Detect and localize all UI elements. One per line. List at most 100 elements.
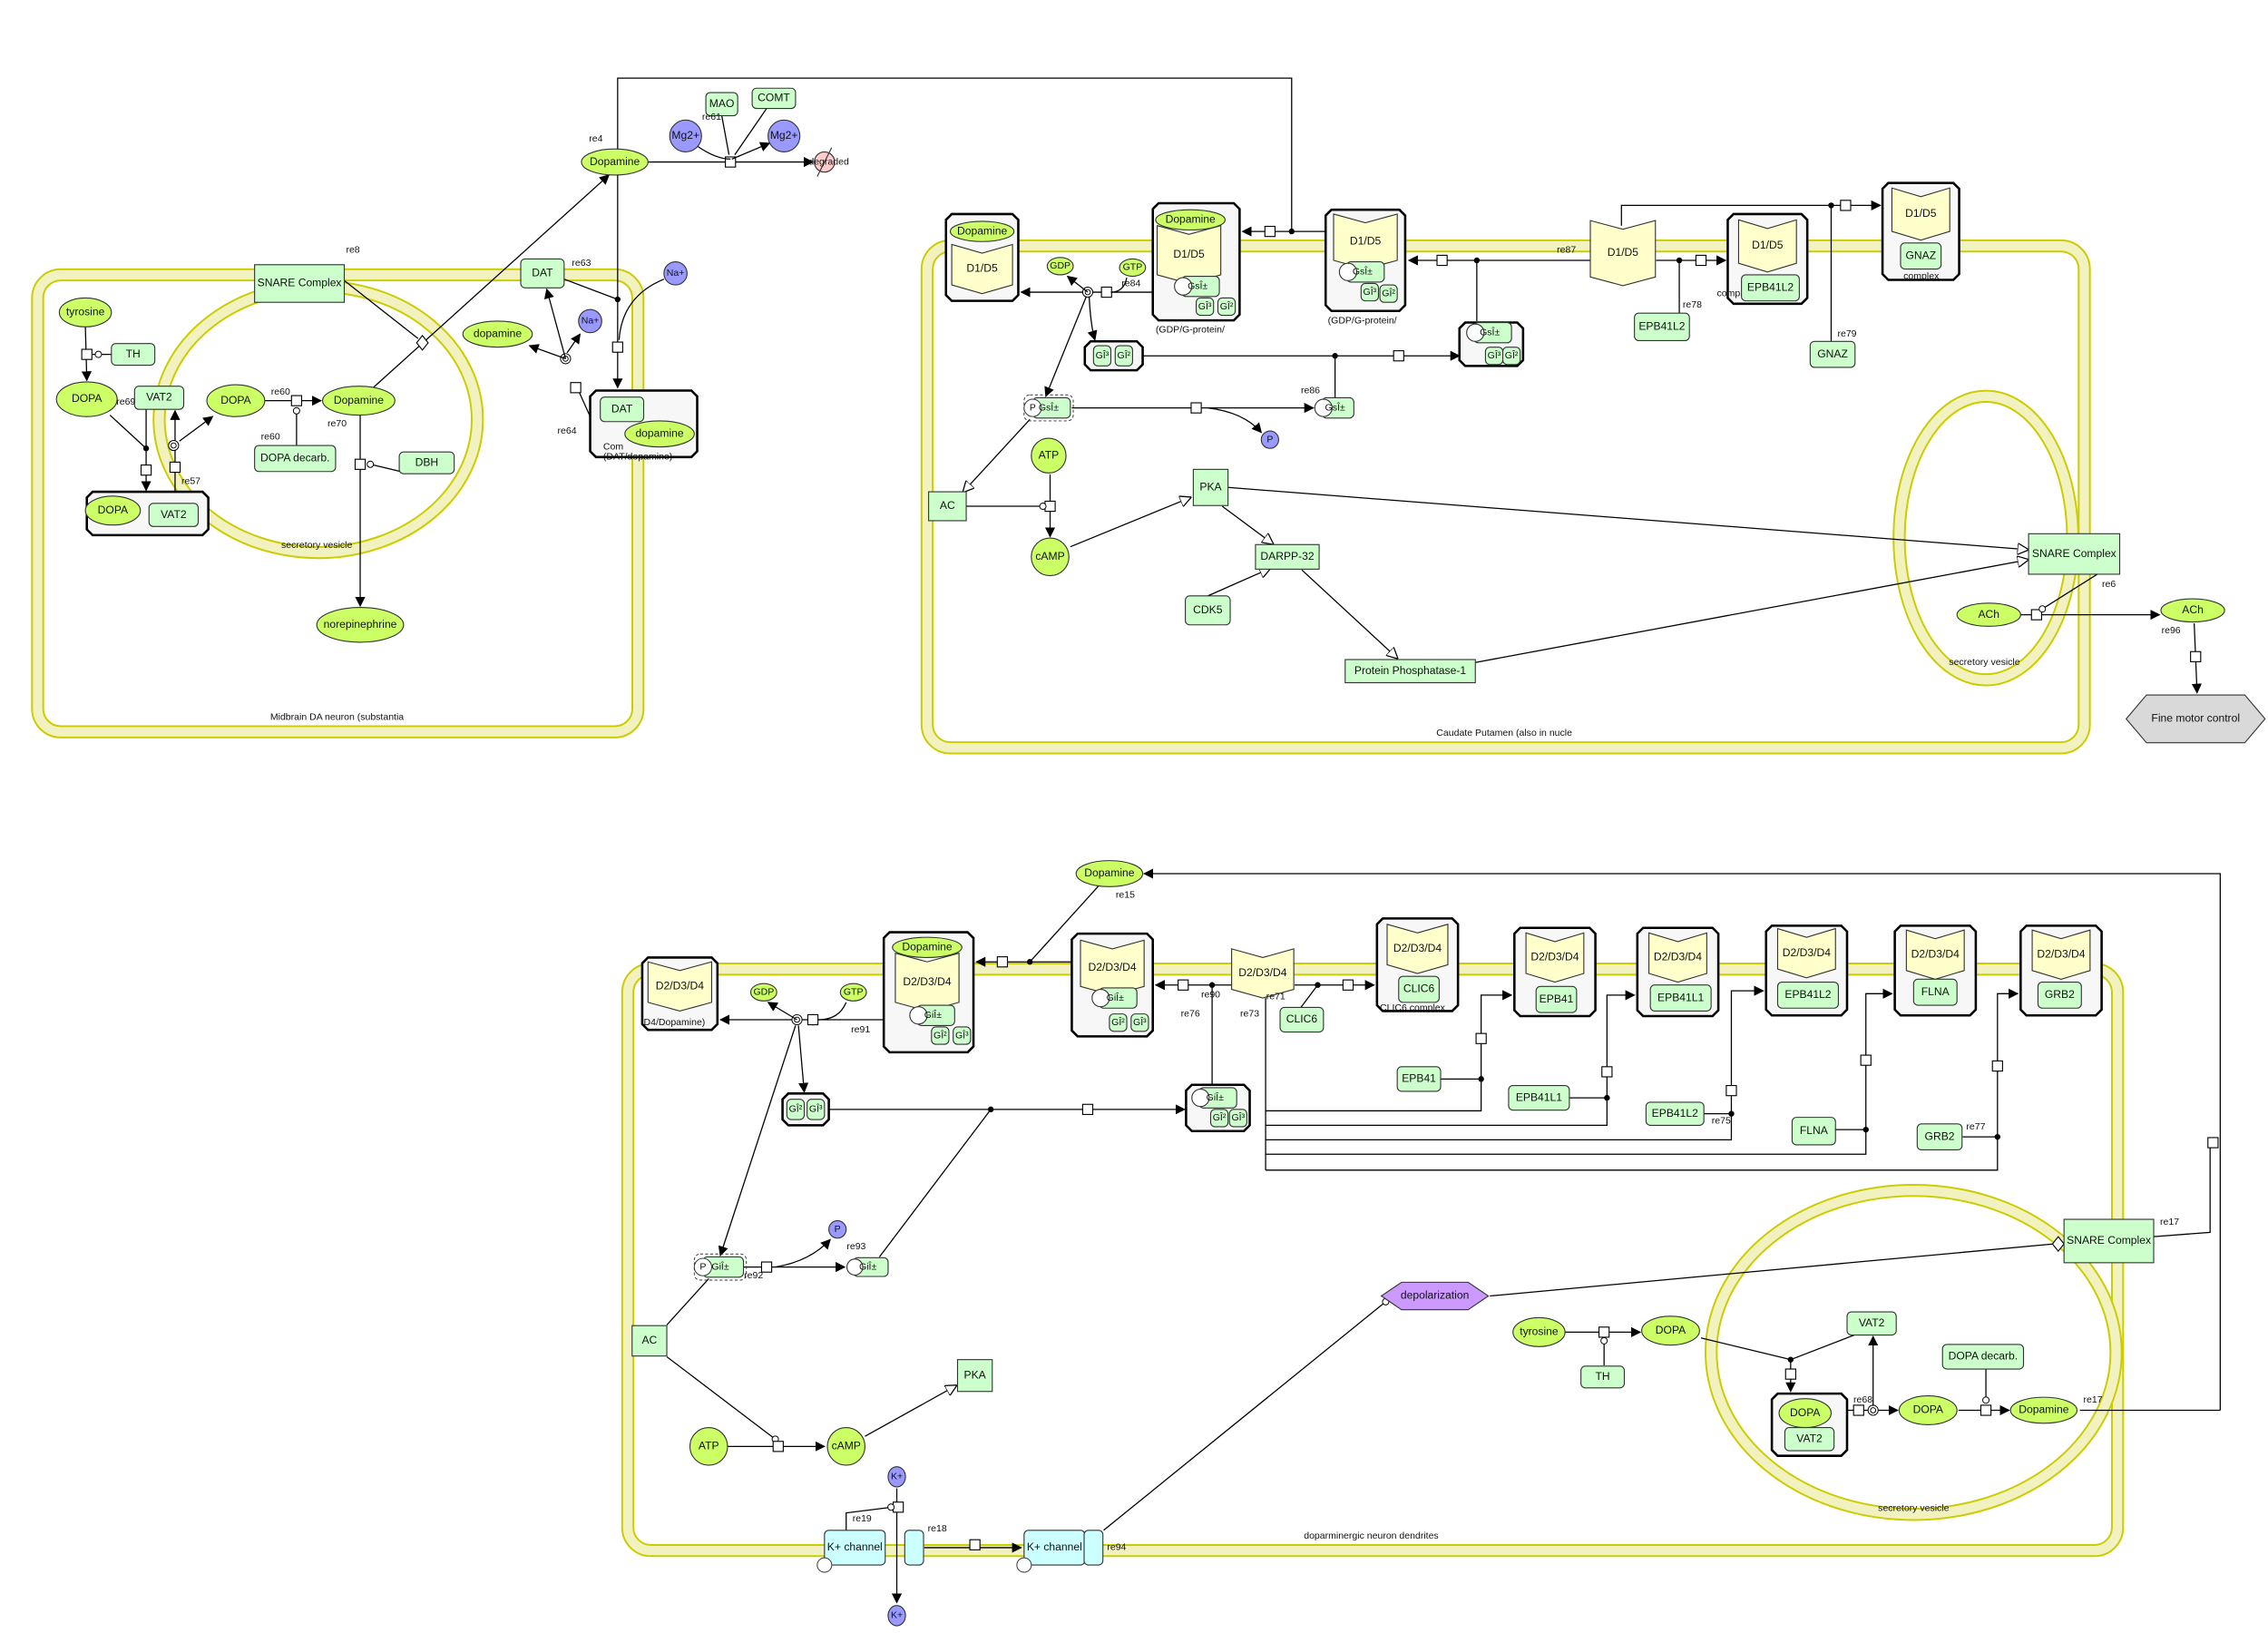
snare-complex-node[interactable]: SNARE Complex [254, 264, 346, 303]
comt-node[interactable]: COMT [751, 87, 797, 110]
k-channel-node[interactable]: K+ channel [816, 1530, 886, 1573]
mg2-node[interactable]: Mg2+ [767, 119, 801, 152]
dat-node[interactable]: DAT [520, 258, 565, 288]
gnaz-node[interactable]: GNAZ [1809, 340, 1856, 368]
vat2-node[interactable]: VAT2 [148, 503, 200, 527]
na-node[interactable]: Na+ [578, 308, 602, 334]
process-node-icon[interactable] [290, 395, 303, 406]
pka-node[interactable]: PKA [956, 1359, 993, 1393]
atp-node[interactable]: ATP [1031, 437, 1067, 474]
dopamine-node[interactable]: Dopamine [581, 148, 649, 176]
epb41l2-node[interactable]: EPB41L2 [1645, 1101, 1705, 1126]
d2-d3-d4-node[interactable]: D2/D3/D4 [1525, 932, 1585, 983]
process-node-icon[interactable] [807, 1013, 819, 1026]
vat2-node[interactable]: VAT2 [1846, 1311, 1897, 1336]
g-node[interactable]: GÎ³ [1228, 1109, 1247, 1128]
atp-node[interactable]: ATP [689, 1427, 728, 1466]
p-node[interactable]: P [828, 1220, 847, 1239]
d1-d5-node[interactable]: D1/D5 [1156, 224, 1222, 285]
dopa-decarb-node[interactable]: DOPA decarb. [1941, 1344, 2025, 1370]
g-node[interactable]: GÎ² [1379, 284, 1398, 303]
process-node-icon[interactable] [1264, 225, 1276, 238]
d2-d3-d4-node[interactable]: D2/D3/D4 [1905, 929, 1965, 980]
compartment-caudate[interactable]: Caudate Putamen (also in nucle [920, 239, 2091, 755]
process-node-icon[interactable] [1393, 350, 1404, 362]
dopamine-node[interactable]: Dopamine [1075, 860, 1144, 887]
process-node-icon[interactable] [1980, 1404, 1992, 1416]
g-node[interactable]: GÎ³ [1092, 345, 1112, 367]
fine-motor-control-node[interactable]: Fine motor control [2125, 694, 2266, 744]
epb41l2-node[interactable]: EPB41L2 [1634, 312, 1690, 342]
gtp-node[interactable]: GTP [839, 983, 867, 1002]
epb41-node[interactable]: EPB41 [1535, 985, 1578, 1013]
k-node[interactable]: K+ [887, 1466, 906, 1488]
g-node[interactable]: GÎ² [1501, 347, 1521, 366]
process-node-icon[interactable] [969, 1539, 981, 1550]
flna-node[interactable]: FLNA [1791, 1117, 1836, 1146]
process-node-icon[interactable] [1695, 254, 1707, 267]
dopamine-node[interactable]: Dopamine [949, 220, 1015, 242]
g-node[interactable]: GÎ³ [1195, 297, 1215, 317]
gs-node[interactable]: GsÎ± [1338, 261, 1385, 283]
d1-d5-node[interactable]: D1/D5 [1589, 220, 1657, 287]
d2-d3-d4-node[interactable]: D2/D3/D4 [647, 961, 713, 1012]
gdp-node[interactable]: GDP [1046, 257, 1074, 276]
node-node[interactable] [904, 1530, 924, 1566]
epb41l2-node[interactable]: EPB41L2 [1741, 274, 1800, 302]
darpp-32-node[interactable]: DARPP-32 [1255, 543, 1320, 570]
dopamine-node[interactable]: Dopamine [2009, 1396, 2078, 1424]
k-channel-node[interactable]: K+ channel [1016, 1530, 1086, 1573]
gnaz-node[interactable]: GNAZ [1900, 242, 1942, 270]
process-node-icon[interactable] [2207, 1137, 2219, 1149]
d2-d3-d4-node[interactable]: D2/D3/D4 [1231, 948, 1295, 999]
d2-d3-d4-node[interactable]: D2/D3/D4 [1386, 924, 1449, 974]
process-node-icon[interactable] [892, 1501, 904, 1513]
gi-node[interactable]: GiÎ± [1191, 1087, 1237, 1109]
dopamine-node[interactable]: dopamine [462, 320, 533, 348]
process-node-icon[interactable] [1436, 254, 1448, 267]
ac-node[interactable]: AC [928, 491, 967, 522]
process-node-icon[interactable] [354, 458, 367, 470]
dat-node[interactable]: DAT [600, 396, 645, 423]
d2-d3-d4-node[interactable]: D2/D3/D4 [1648, 932, 1707, 983]
g-node[interactable]: GÎ² [786, 1099, 806, 1120]
process-node-icon[interactable] [169, 461, 181, 474]
process-node-icon[interactable] [1190, 402, 1202, 414]
process-node-icon[interactable] [1100, 286, 1112, 298]
process-node-icon[interactable] [996, 956, 1009, 968]
dopamine-node[interactable]: Dopamine [322, 386, 396, 416]
process-node-icon[interactable] [140, 464, 152, 476]
gdp-node[interactable]: GDP [749, 983, 777, 1002]
cdk5-node[interactable]: CDK5 [1185, 595, 1231, 626]
ac-node[interactable]: AC [631, 1325, 668, 1357]
th-node[interactable]: TH [111, 343, 156, 367]
mg2-node[interactable]: Mg2+ [669, 119, 702, 152]
process-node-icon[interactable] [1475, 1032, 1487, 1044]
process-node-icon[interactable] [2190, 650, 2202, 662]
process-node-icon[interactable] [1601, 1066, 1613, 1078]
clic6-node[interactable]: CLIC6 [1398, 975, 1440, 1003]
dopa-decarb-node[interactable]: DOPA decarb. [254, 445, 337, 473]
d2-d3-d4-node[interactable]: D2/D3/D4 [894, 952, 960, 1012]
dopa-node[interactable]: DOPA [84, 495, 142, 526]
g-node[interactable]: GÎ³ [807, 1099, 826, 1120]
gs-node[interactable]: GsÎ± [1466, 321, 1512, 344]
degraded-node[interactable]: degraded [808, 147, 849, 177]
depolarization-node[interactable]: depolarization [1380, 1281, 1490, 1311]
norepinephrine-node[interactable]: norepinephrine [316, 607, 405, 643]
flna-node[interactable]: FLNA [1912, 978, 1958, 1006]
gi-node[interactable]: GiÎ± [846, 1257, 889, 1277]
process-node-icon[interactable] [1840, 200, 1852, 211]
dopamine-node[interactable]: Dopamine [1155, 209, 1227, 231]
g-node[interactable]: GÎ² [1114, 345, 1133, 367]
g-node[interactable]: GÎ² [1109, 1013, 1128, 1032]
tyrosine-node[interactable]: tyrosine [1512, 1316, 1566, 1347]
process-node-icon[interactable] [725, 156, 737, 168]
process-node-icon[interactable] [1178, 979, 1189, 991]
vat2-node[interactable]: VAT2 [133, 386, 185, 410]
g-node[interactable]: GÎ³ [953, 1026, 972, 1045]
dopa-node[interactable]: DOPA [1898, 1394, 1958, 1425]
g-node[interactable]: GÎ³ [1484, 347, 1504, 366]
